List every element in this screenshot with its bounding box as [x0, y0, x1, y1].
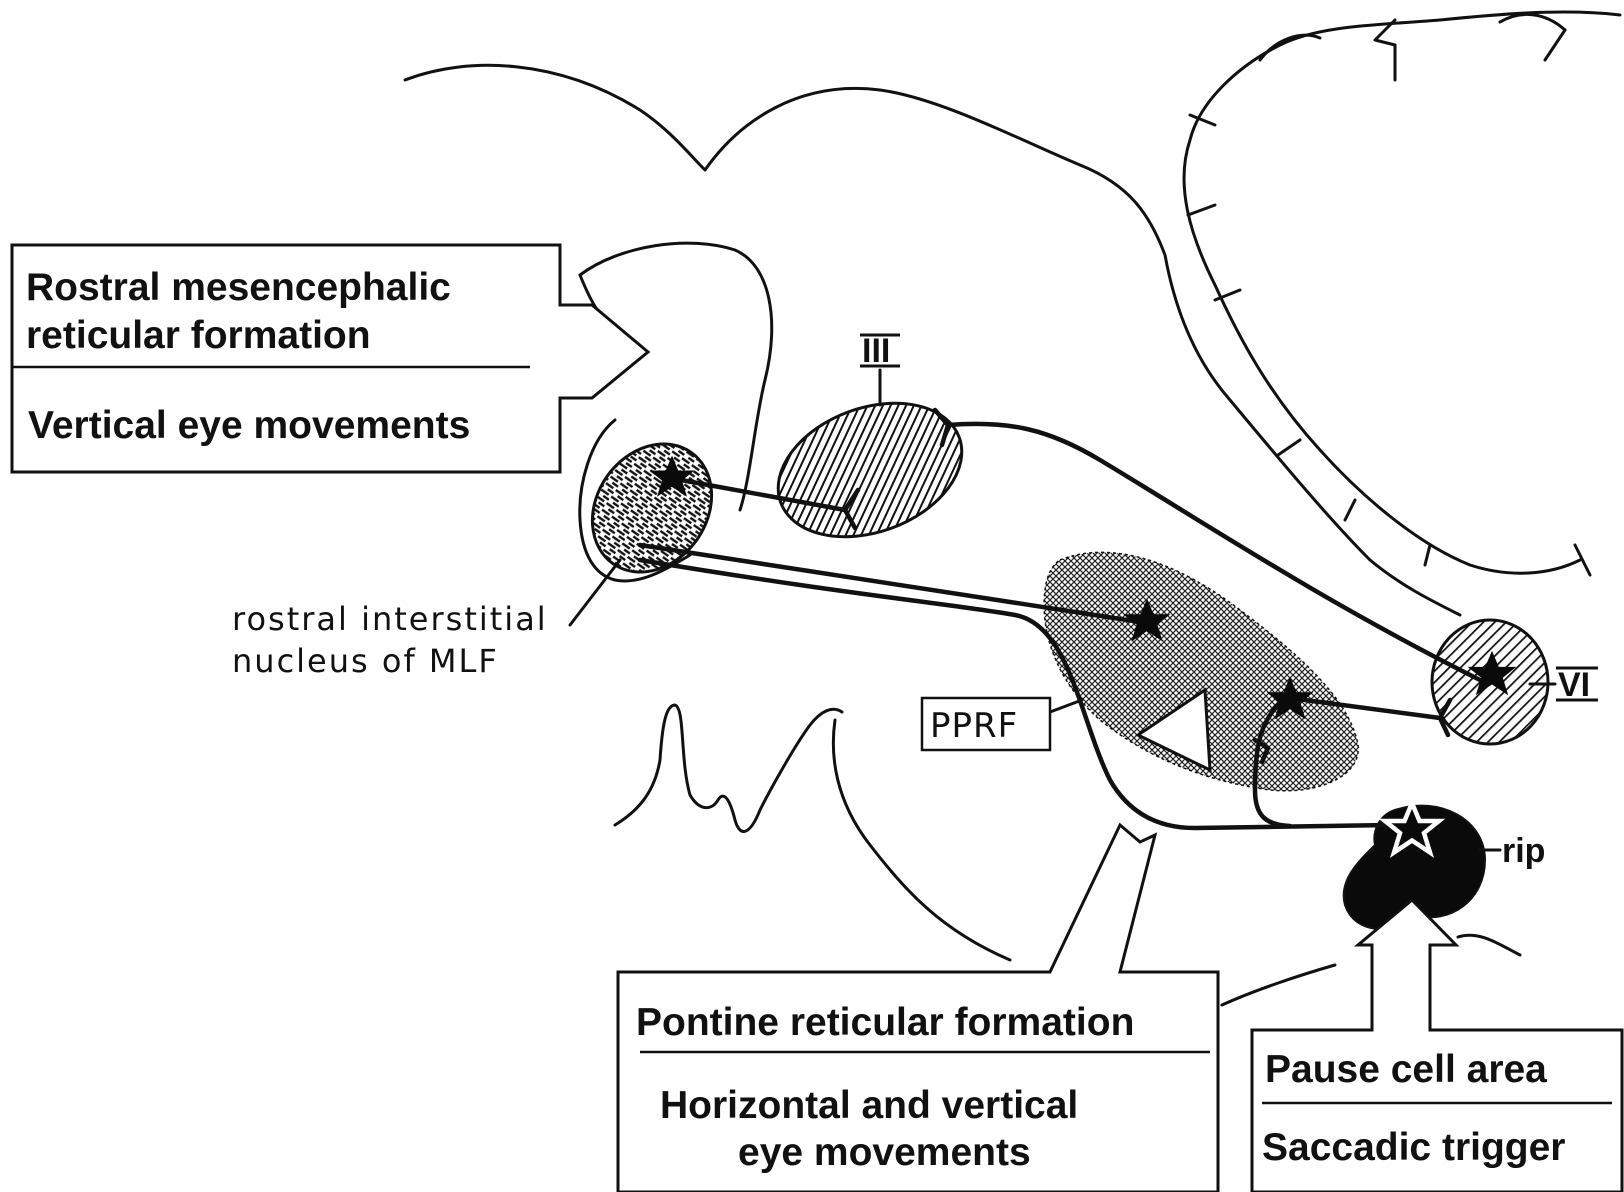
pause-cell-function: Saccadic trigger — [1262, 1126, 1565, 1169]
rostral-mesencephalic-title-2: reticular formation — [26, 314, 371, 357]
pontine-box: Pontine reticular formation Horizontal a… — [618, 690, 1218, 1192]
oculomotor-nucleus-iii — [760, 379, 981, 561]
pontine-title: Pontine reticular formation — [636, 1001, 1134, 1044]
rostral-mesencephalic-box: Rostral mesencephalic reticular formatio… — [12, 245, 648, 472]
pontine-function-1: Horizontal and vertical — [660, 1084, 1078, 1127]
rimlf-label-1: rostral interstitial — [232, 600, 548, 638]
pprf-label: PPRF — [930, 706, 1018, 746]
nucleus-vi-label: VI — [1558, 666, 1590, 704]
nucleus-iii-label: III — [862, 332, 890, 370]
rostral-mesencephalic-title-1: Rostral mesencephalic — [26, 266, 451, 309]
rip-label: rip — [1502, 832, 1545, 870]
pause-cell-title: Pause cell area — [1265, 1048, 1547, 1091]
rostral-mesencephalic-function: Vertical eye movements — [28, 404, 470, 447]
rimlf-label-2: nucleus of MLF — [232, 642, 499, 680]
pause-cell-box: Pause cell area Saccadic trigger — [1252, 900, 1622, 1192]
pontine-function-2: eye movements — [738, 1131, 1031, 1174]
